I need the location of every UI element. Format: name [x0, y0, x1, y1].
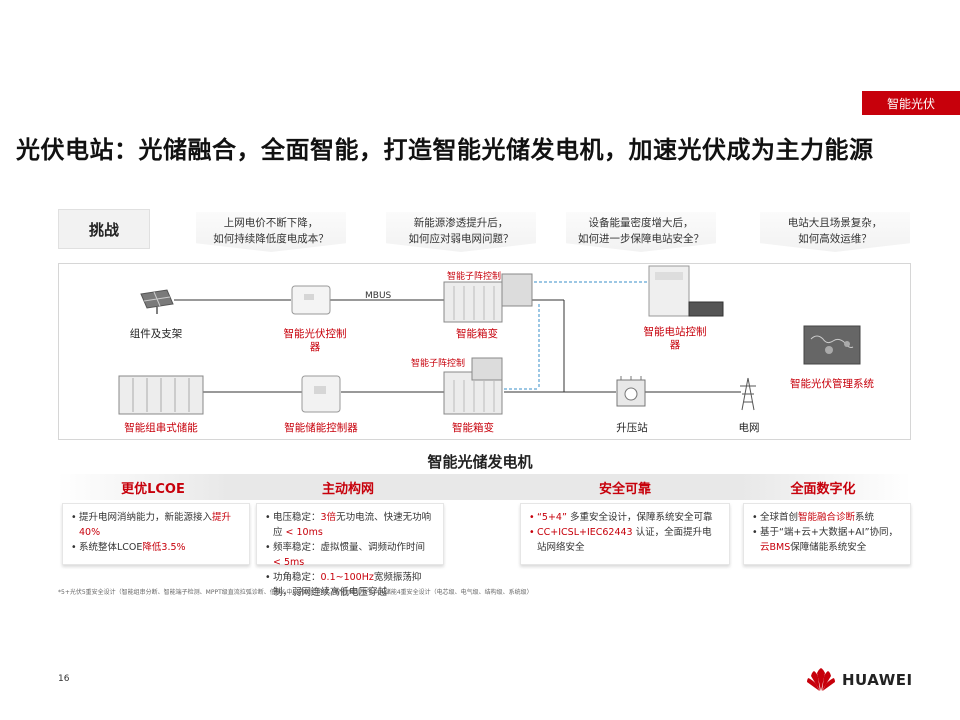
box-transformer-icon-1 [443, 273, 533, 323]
power-tower-icon [740, 377, 756, 411]
transformer-label-1: 智能箱变 [456, 328, 498, 340]
column-head-digital: 全面数字化 [790, 482, 856, 497]
huawei-flower-icon [807, 668, 835, 691]
system-diagram: 组件及支架 智能光伏控制 器 MBUS 智能子阵控制 智能箱变 智能电站控制 器… [58, 263, 911, 440]
angle-point: 功角稳定：0.1~100Hz宽频振荡抑制，弱网连续高低电压穿越 [265, 570, 435, 600]
storage-controller-icon [301, 375, 341, 413]
safety-point-2: CC+ICSL+IEC62443 认证，全面提升电站网络安全 [529, 525, 721, 555]
safety-point-1: “5+4” 多重安全设计，保障系统安全可靠 [529, 510, 721, 525]
plant-controller-label: 智能电站控制 器 [643, 326, 707, 351]
pv-controller-label: 智能光伏控制 器 [283, 328, 347, 353]
module-label: 组件及支架 [129, 328, 183, 340]
page-title: 光伏电站：光储融合，全面智能，打造智能光储发电机，加速光伏成为主力能源 [16, 136, 874, 164]
challenge-cost: 上网电价不断下降， 如何持续降低度电成本？ [196, 212, 346, 252]
digital-point-2: 基于“端+云+大数据+AI”协同，云BMS保障储能系统安全 [752, 525, 902, 555]
world-map-screen-icon [803, 325, 861, 365]
section-tag: 智能光伏 [862, 91, 960, 115]
challenge-label: 挑战 [58, 209, 150, 249]
diagram-drawing [118, 265, 861, 415]
column-head-lcoe: 更优LCOE [121, 482, 185, 497]
card-safety: “5+4” 多重安全设计，保障系统安全可靠 CC+ICSL+IEC62443 认… [520, 503, 730, 565]
plant-controller-icon [648, 265, 724, 317]
mbus-label: MBUS [365, 291, 392, 301]
generator-band [58, 474, 911, 500]
solar-panel-icon [140, 289, 174, 314]
transformer-label-2: 智能箱变 [452, 422, 494, 434]
logo-text: HUAWEI [842, 671, 913, 689]
subarray-controller-label-2: 智能子阵控制 [411, 359, 466, 369]
card-grid-forming: 电压稳定：3倍无功电流、快速无功响应 < 10ms 频率稳定：虚拟惯量、调频动作… [256, 503, 444, 598]
subarray-controller-label-1: 智能子阵控制 [447, 272, 502, 282]
page-number: 16 [58, 674, 70, 684]
storage-label: 智能组串式储能 [124, 422, 198, 434]
box-transformer-icon-2 [443, 357, 503, 415]
voltage-point: 电压稳定：3倍无功电流、快速无功响应 < 10ms [265, 510, 435, 540]
frequency-point: 频率稳定：虚拟惯量、调频动作时间 < 5ms [265, 540, 435, 570]
lcoe-point-2: 系统整体LCOE降低3.5% [71, 540, 241, 555]
challenge-om: 电站大且场景复杂， 如何高效运维？ [760, 212, 910, 252]
energy-storage-icon [118, 375, 204, 415]
challenge-weak-grid: 新能源渗透提升后， 如何应对弱电网问题？ [386, 212, 536, 252]
challenge-safety: 设备能量密度增大后， 如何进一步保障电站安全？ [566, 212, 716, 252]
column-head-grid-forming: 主动构网 [321, 482, 374, 497]
column-head-safety: 安全可靠 [598, 482, 651, 497]
digital-point-1: 全球首创智能融合诊断系统 [752, 510, 902, 525]
card-digital: 全球首创智能融合诊断系统 基于“端+云+大数据+AI”协同，云BMS保障储能系统… [743, 503, 911, 565]
grid-label: 电网 [738, 422, 760, 434]
pv-controller-icon [291, 285, 331, 315]
booster-station-icon [616, 376, 646, 407]
huawei-logo: HUAWEI [806, 667, 913, 693]
management-system-label: 智能光伏管理系统 [790, 378, 874, 390]
generator-title: 智能光储发电机 [427, 453, 533, 471]
storage-controller-label: 智能储能控制器 [284, 422, 358, 434]
footnote: *5+光伏5重安全设计（智能组串分断、智能端子检测、MPPT级直流拉弧诊断、低压… [58, 589, 533, 596]
booster-station-label: 升压站 [616, 422, 648, 434]
